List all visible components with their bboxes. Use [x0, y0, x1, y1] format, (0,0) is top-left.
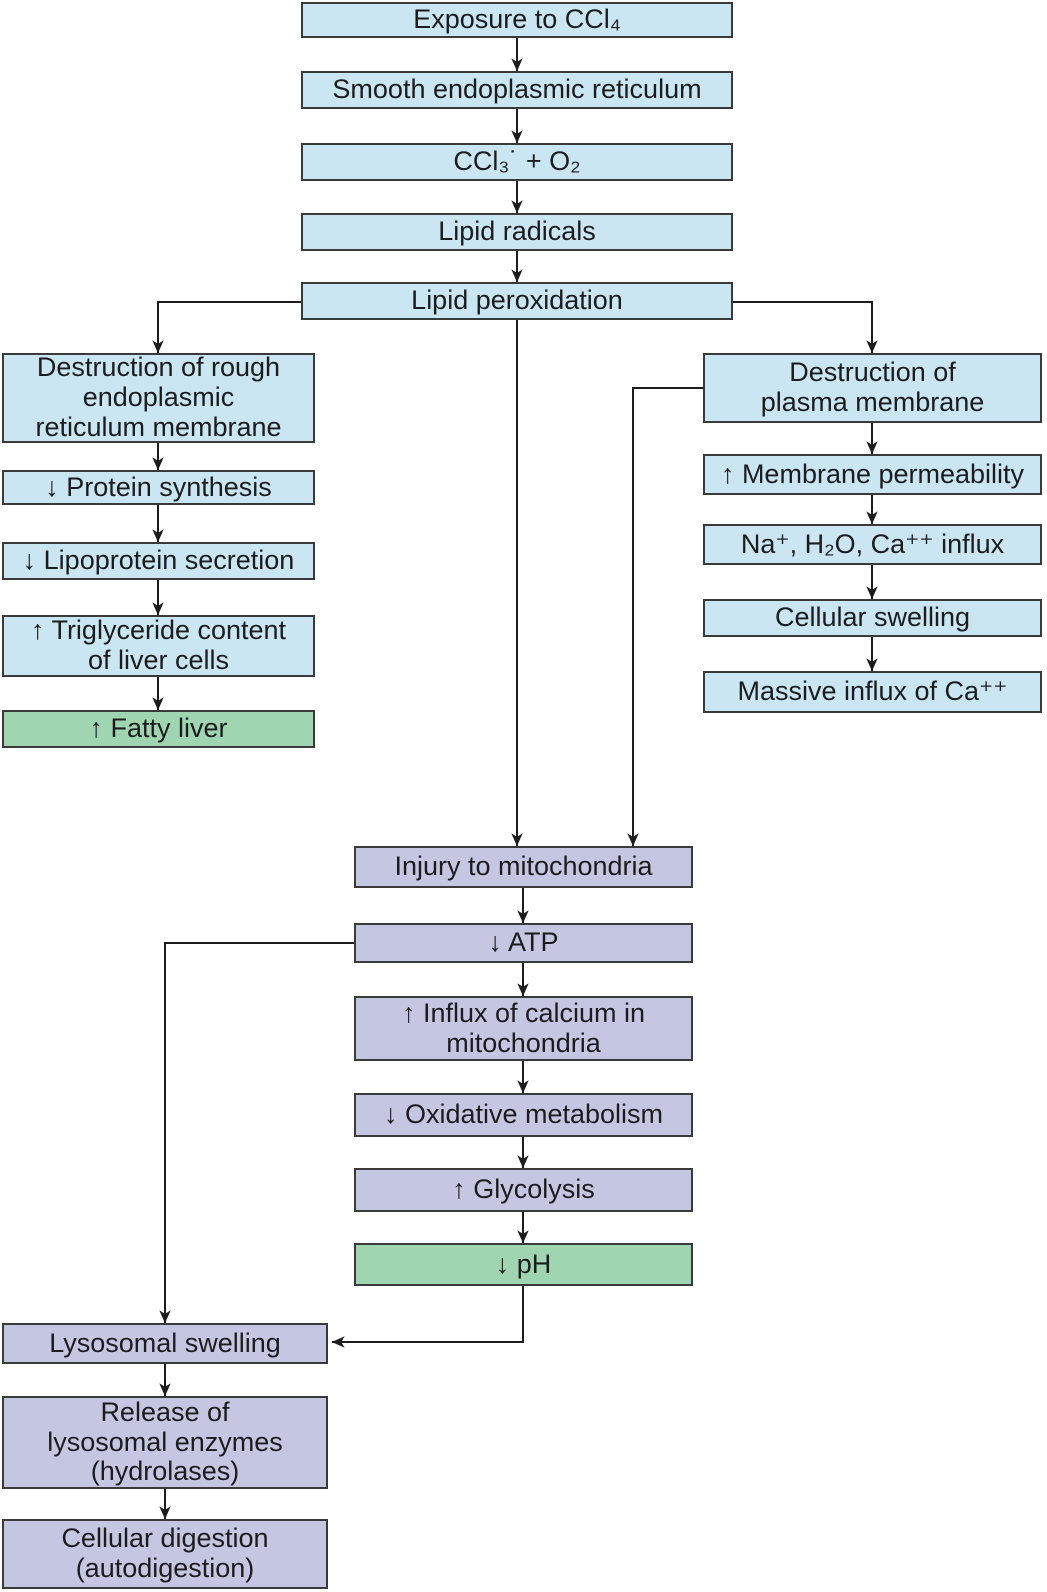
node-destruction-plasma-membrane: Destruction of plasma membrane: [703, 353, 1042, 423]
node-injury-to-mitochondria: Injury to mitochondria: [354, 846, 693, 888]
node-destruction-rough-er-membrane: Destruction of rough endoplasmic reticul…: [2, 353, 315, 443]
node-decreased-atp: ↓ ATP: [354, 923, 693, 963]
node-increased-glycolysis: ↑ Glycolysis: [354, 1168, 693, 1212]
node-ccl3-radical-o2: CCl₃˙ + O₂: [301, 143, 733, 181]
arrow-peroxidation-to-plasma-membrane: [733, 301, 878, 354]
node-calcium-influx-mitochondria: ↑ Influx of calcium in mitochondria: [354, 996, 693, 1061]
arrow-atp-to-lysosomal-swelling: [159, 942, 354, 1324]
node-decreased-ph: ↓ pH: [354, 1243, 693, 1286]
node-decreased-lipoprotein-secretion: ↓ Lipoprotein secretion: [2, 542, 315, 580]
node-lipid-peroxidation: Lipid peroxidation: [301, 282, 733, 320]
arrow-ph-to-lysosomal-swelling: [331, 1286, 524, 1348]
node-release-lysosomal-enzymes: Release of lysosomal enzymes (hydrolases…: [2, 1396, 328, 1489]
arrow-peroxidation-to-rough-er: [152, 301, 301, 354]
node-exposure-to-ccl4: Exposure to CCl₄: [301, 2, 733, 38]
node-massive-calcium-influx: Massive influx of Ca⁺⁺: [703, 671, 1042, 713]
node-cellular-digestion: Cellular digestion (autodigestion): [2, 1519, 328, 1589]
node-lipid-radicals: Lipid radicals: [301, 213, 733, 251]
node-increased-triglyceride-content: ↑ Triglyceride content of liver cells: [2, 615, 315, 677]
node-increased-membrane-permeability: ↑ Membrane permeability: [703, 454, 1042, 495]
node-cellular-swelling: Cellular swelling: [703, 599, 1042, 637]
arrow-plasma-membrane-to-mitochondria: [627, 387, 703, 847]
node-ion-water-influx: Na⁺, H₂O, Ca⁺⁺ influx: [703, 524, 1042, 565]
node-decreased-oxidative-metabolism: ↓ Oxidative metabolism: [354, 1093, 693, 1137]
node-fatty-liver: ↑ Fatty liver: [2, 710, 315, 748]
node-smooth-endoplasmic-reticulum: Smooth endoplasmic reticulum: [301, 71, 733, 109]
node-lysosomal-swelling: Lysosomal swelling: [2, 1323, 328, 1364]
node-decreased-protein-synthesis: ↓ Protein synthesis: [2, 470, 315, 505]
